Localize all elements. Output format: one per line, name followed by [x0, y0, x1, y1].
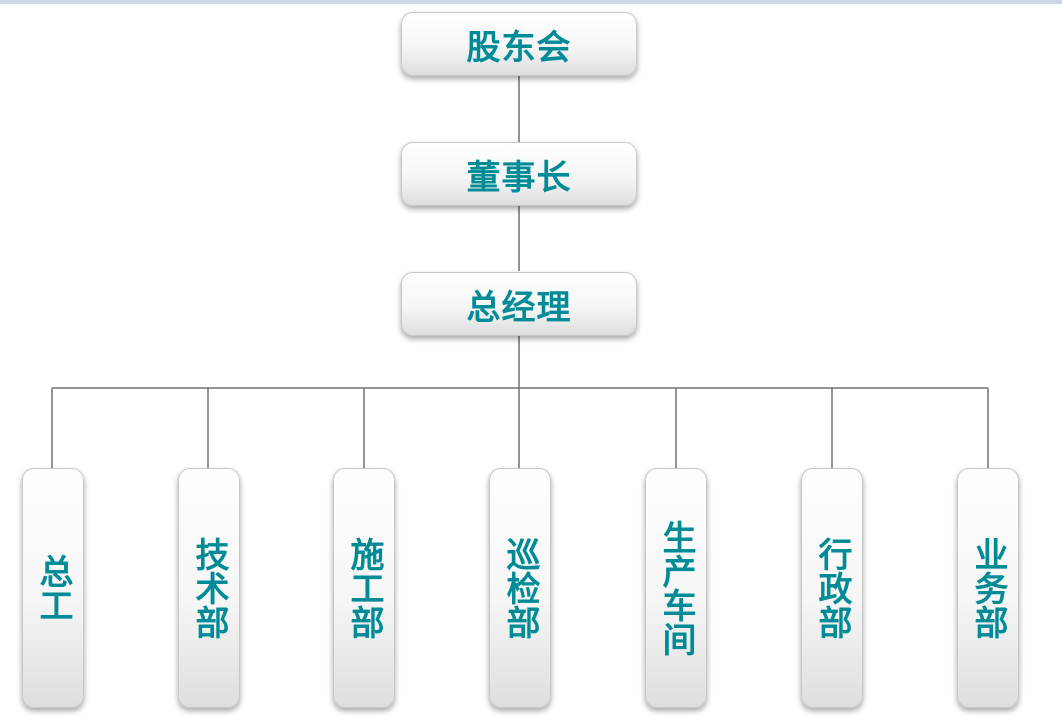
department-label-inspection: 巡检部 [500, 537, 540, 639]
shareholders-box: 股东会 [401, 12, 637, 76]
shareholders-label: 股东会 [466, 27, 572, 68]
department-label-production: 生产车间 [656, 520, 696, 656]
general-manager-label: 总经理 [466, 287, 572, 328]
department-box-production: 生产车间 [645, 468, 707, 708]
top-border-strip [0, 0, 1062, 4]
department-label-business: 业务部 [968, 537, 1008, 639]
department-label-chief-engineer: 总工 [33, 554, 73, 622]
chairman-box: 董事长 [401, 142, 637, 206]
department-box-construction: 施工部 [333, 468, 395, 708]
department-box-chief-engineer: 总工 [22, 468, 84, 708]
department-label-administration: 行政部 [812, 537, 852, 639]
general-manager-box: 总经理 [401, 272, 637, 336]
department-label-technical: 技术部 [189, 537, 229, 639]
department-box-technical: 技术部 [178, 468, 240, 708]
department-box-administration: 行政部 [801, 468, 863, 708]
chairman-label: 董事长 [466, 157, 572, 198]
department-label-construction: 施工部 [344, 537, 384, 639]
department-box-business: 业务部 [957, 468, 1019, 708]
department-box-inspection: 巡检部 [489, 468, 551, 708]
